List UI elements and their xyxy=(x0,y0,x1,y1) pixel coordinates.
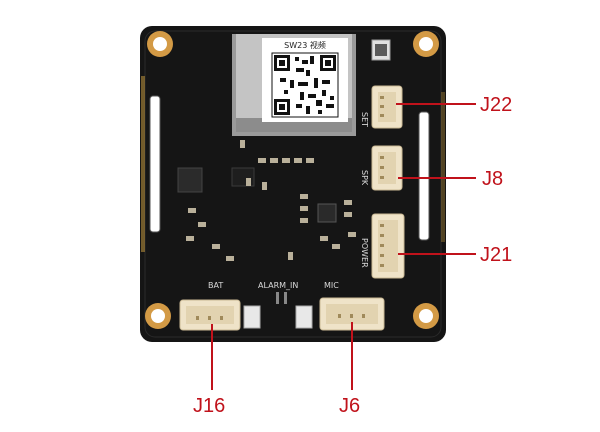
connector-alarm-in xyxy=(243,292,313,329)
mounting-hole-bottom-right xyxy=(413,303,439,329)
qr-code xyxy=(271,52,339,118)
mounting-hole-top-right xyxy=(413,31,439,57)
callout-j6-label: J6 xyxy=(339,395,360,417)
pcb-board xyxy=(140,26,446,342)
silk-alarm-in: ALARM_IN xyxy=(258,281,298,290)
connector-j21 xyxy=(371,213,405,279)
connector-j16 xyxy=(179,299,241,331)
qr-code-label: SW23 视频 xyxy=(262,38,348,122)
connector-j8 xyxy=(371,145,403,191)
callout-j16-label: J16 xyxy=(193,395,225,417)
push-button xyxy=(371,39,391,61)
qr-caption: SW23 视频 xyxy=(284,40,326,50)
silk-bat: BAT xyxy=(208,281,223,290)
silk-power: POWER xyxy=(360,238,369,268)
callout-j21-label: J21 xyxy=(480,244,512,266)
connector-j22 xyxy=(371,85,403,129)
silk-set: SET xyxy=(360,112,369,127)
left-slot xyxy=(149,95,161,233)
silk-mic: MIC xyxy=(324,281,339,290)
callout-j22-label: J22 xyxy=(480,94,512,116)
right-slot xyxy=(418,111,430,241)
silk-spk: SPK xyxy=(360,170,369,186)
mounting-hole-top-left xyxy=(147,31,173,57)
connector-j6 xyxy=(319,297,385,331)
callout-lines xyxy=(211,103,476,390)
mounting-hole-bottom-left xyxy=(145,303,171,329)
board-components xyxy=(177,140,356,261)
callout-j8-label: J8 xyxy=(482,168,503,190)
